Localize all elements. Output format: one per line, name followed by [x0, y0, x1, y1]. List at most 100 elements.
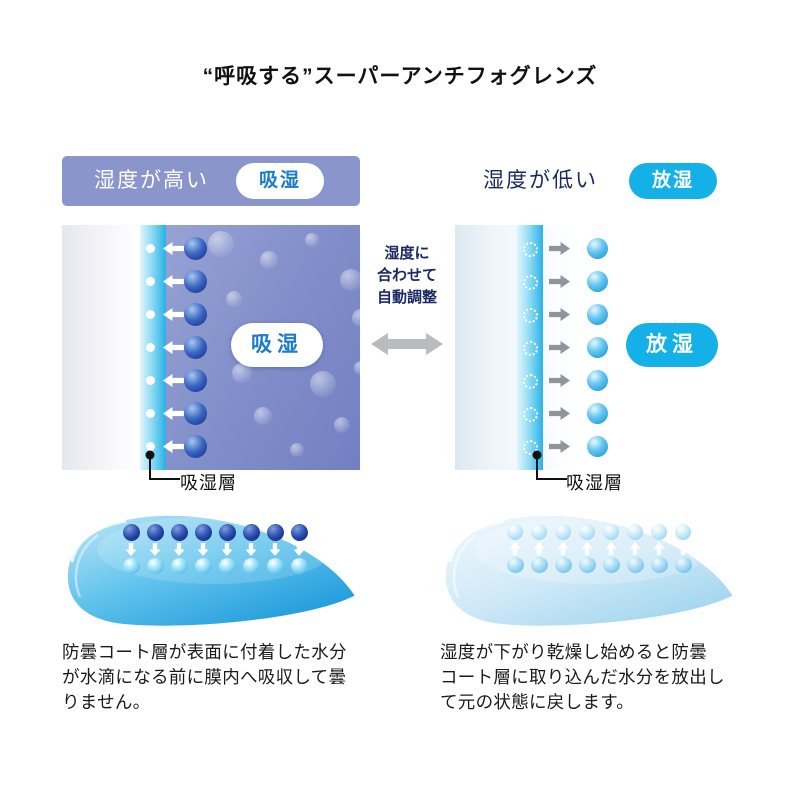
arrow-right-icon [549, 275, 570, 288]
arrow-up-icon [677, 542, 689, 555]
bubble [305, 233, 319, 247]
arrow-right-icon [549, 242, 570, 255]
water-droplet [602, 557, 620, 573]
water-droplet [290, 558, 308, 574]
lens-molecule-column [122, 524, 140, 574]
arrow-down-icon [149, 543, 161, 556]
pore-dotted-circle [523, 440, 538, 455]
absorb-badge: 吸湿 [236, 163, 324, 199]
water-molecule [266, 524, 284, 541]
header-high-humidity-label: 湿度が高い [94, 169, 209, 192]
molecule-row [455, 270, 753, 293]
water-droplet [242, 558, 260, 574]
vapor-molecule [675, 524, 691, 540]
header-low-humidity-label: 湿度が低い [483, 169, 598, 192]
lens-molecule-column [170, 524, 188, 574]
water-molecule [184, 402, 207, 425]
lens-molecule-column [242, 524, 260, 574]
bubble [208, 231, 234, 257]
arrow-down-icon [197, 543, 209, 556]
lens-molecule-column [554, 524, 572, 573]
lens-molecule-column [266, 524, 284, 574]
arrow-left-icon [163, 242, 184, 255]
water-molecule [170, 524, 188, 541]
header-low-humidity: 湿度が低い 放湿 [455, 156, 753, 206]
molecule-row [62, 237, 360, 260]
water-droplet [122, 558, 140, 574]
arrow-up-icon [629, 542, 641, 555]
water-droplet [506, 557, 524, 573]
bubble [260, 251, 278, 269]
auto-adjust-note: 湿度に 合わせて 自動調整 [376, 245, 437, 306]
arrow-down-icon [293, 543, 305, 556]
lens-molecule-column [650, 524, 668, 573]
arrow-up-icon [557, 542, 569, 555]
water-molecule [184, 270, 207, 293]
pore-dot [146, 409, 155, 418]
water-molecule [122, 524, 140, 541]
lens-molecule-column [146, 524, 164, 574]
arrow-left-icon [163, 374, 184, 387]
water-droplet [530, 557, 548, 573]
water-molecule [184, 435, 207, 458]
pore-dot [146, 310, 155, 319]
water-molecule [194, 524, 212, 541]
arrow-left-icon [163, 341, 184, 354]
release-panel: 放湿 [455, 225, 753, 470]
water-molecule [587, 403, 608, 424]
pore-dotted-circle [523, 374, 538, 389]
arrow-left-icon [163, 407, 184, 420]
molecule-row [455, 303, 753, 326]
bubble [340, 269, 360, 291]
pore-dotted-circle [523, 275, 538, 290]
molecule-row [62, 270, 360, 293]
water-droplet [266, 558, 284, 574]
water-molecule [242, 524, 260, 541]
water-droplet [626, 557, 644, 573]
absorb-layer-label: 吸湿層 [566, 473, 623, 493]
bubble [290, 443, 304, 457]
bubble [334, 417, 350, 433]
molecule-row [455, 237, 753, 260]
vapor-molecule [627, 524, 643, 540]
arrow-left-icon [163, 275, 184, 288]
lens-molecule-column [194, 524, 212, 574]
lens-molecule-column [530, 524, 548, 573]
water-molecule [184, 336, 207, 359]
water-molecule [184, 303, 207, 326]
pore-dot [146, 343, 155, 352]
pore-dotted-circle [523, 308, 538, 323]
pore-dotted-circle [523, 407, 538, 422]
arrow-down-icon [173, 543, 185, 556]
page-title: “呼吸する”スーパーアンチフォグレンズ [202, 65, 598, 88]
lens-surface-molecules [122, 524, 308, 574]
arrow-up-icon [653, 542, 665, 555]
water-molecule [587, 238, 608, 259]
pore-dotted-circle [523, 242, 538, 257]
arrow-left-icon [163, 308, 184, 321]
release-caption: 湿度が下がり乾燥し始めると防曇 コート層に取り込んだ水分を放出し て元の状態に戻… [440, 642, 725, 712]
double-arrow-icon [371, 331, 443, 362]
bubble [352, 309, 360, 327]
molecule-row [455, 369, 753, 392]
water-molecule [146, 524, 164, 541]
lens-molecule-column [218, 524, 236, 574]
water-molecule [218, 524, 236, 541]
water-molecule [587, 436, 608, 457]
bubble [232, 363, 252, 383]
lens-surface-molecules [506, 524, 692, 573]
leader-line [144, 448, 182, 493]
arrow-right-icon [549, 341, 570, 354]
arrow-down-icon [125, 543, 137, 556]
molecule-row [62, 435, 360, 458]
molecule-row [62, 402, 360, 425]
bubble [310, 371, 336, 397]
water-droplet [674, 557, 692, 573]
absorb-panel: 吸湿 [62, 225, 360, 470]
absorb-layer-label: 吸湿層 [180, 473, 237, 493]
lens-molecule-column [602, 524, 620, 573]
water-molecule [184, 369, 207, 392]
lens-molecule-column [578, 524, 596, 573]
molecule-row [455, 435, 753, 458]
water-molecule [587, 304, 608, 325]
